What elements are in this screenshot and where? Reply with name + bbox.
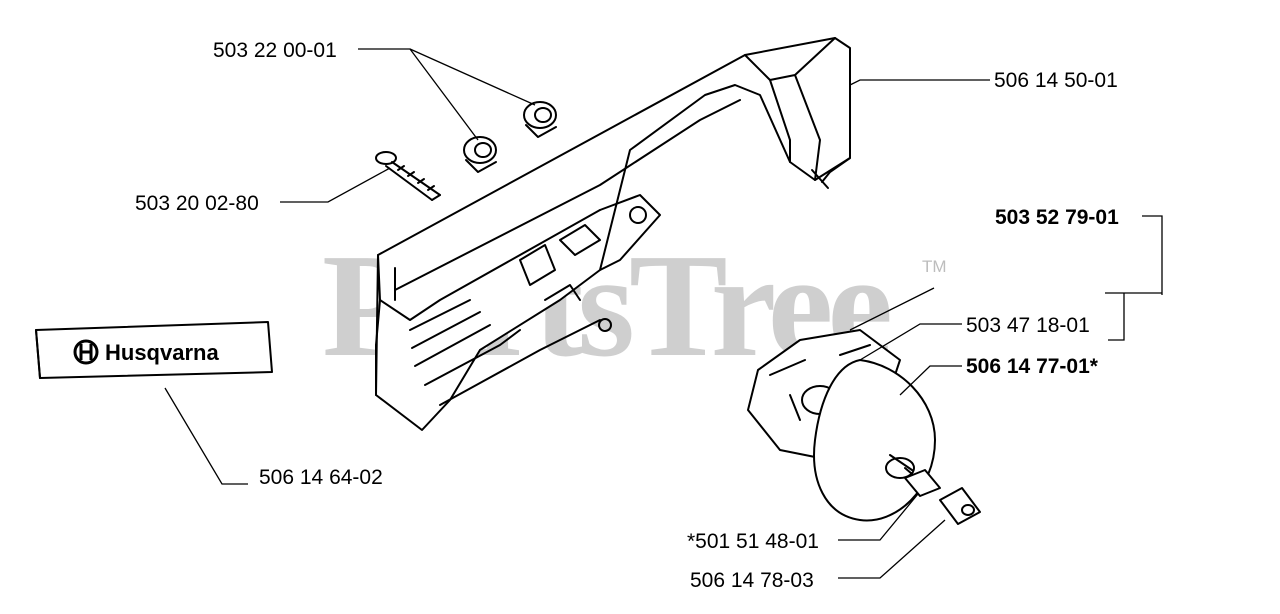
clutch-assembly [747,329,936,522]
washer-part [939,487,981,525]
bolt-part [375,151,441,201]
nut-parts [463,101,557,173]
decal-brand-text: Husqvarna [105,340,219,365]
clutch-cover [375,37,851,431]
part-label[interactable]: 506 14 78-03 [690,569,814,592]
part-label[interactable]: 503 20 02-80 [135,192,259,215]
decal-outline [35,321,273,379]
part-label[interactable]: 503 47 18-01 [966,314,1090,337]
leader-lines [164,48,1163,579]
trademark-symbol: TM [922,257,947,276]
husqvarna-logo-icon [73,339,99,365]
needle-bearing [904,469,941,497]
part-label-assembly[interactable]: 503 52 79-01 [995,206,1119,229]
part-label[interactable]: *501 51 48-01 [687,530,819,553]
part-label[interactable]: 506 14 64-02 [259,466,383,489]
part-label[interactable]: 506 14 50-01 [994,69,1118,92]
part-label[interactable]: 503 22 00-01 [213,39,337,62]
part-label-bold[interactable]: 506 14 77-01* [966,355,1098,378]
